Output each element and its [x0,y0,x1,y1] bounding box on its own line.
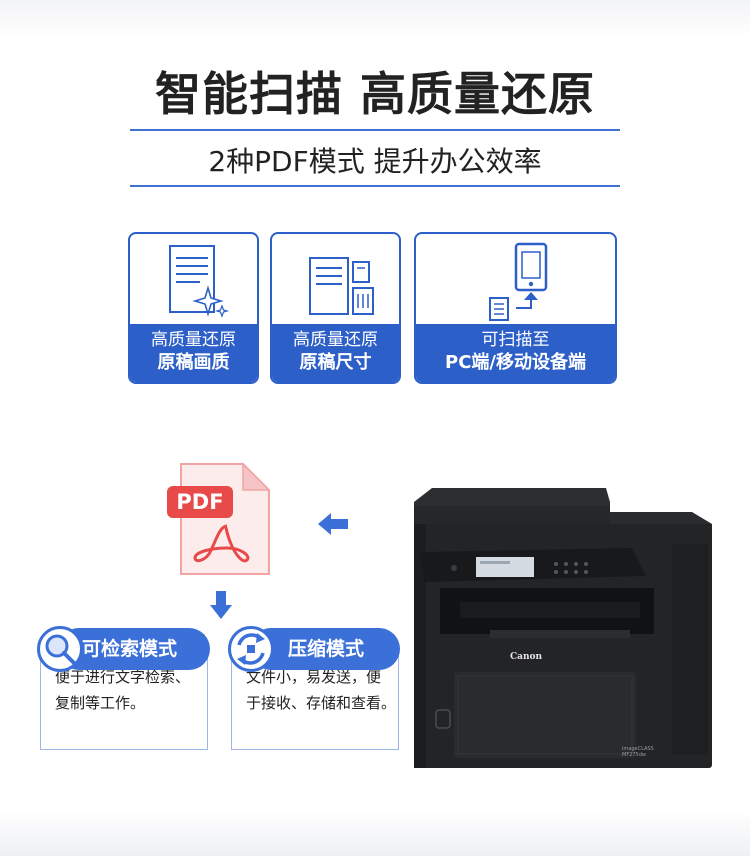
scan-to-phone-icon [489,242,548,321]
page-subtitle: 2种PDF模式 提升办公效率 [208,145,542,178]
mode-desc-line1: 文件小，易发送，便 [246,668,382,686]
mode-title-compressed: 压缩模式 [250,628,400,670]
mode-desc-line2: 复制等工作。 [55,694,146,712]
arrow-down-icon [210,591,232,619]
printer-model-line1: imageCLASS [622,746,654,752]
feature-line1: 高质量还原 [293,330,378,350]
feature-band: 高质量还原 原稿画质 [130,324,257,382]
printer-image [414,488,712,768]
arrow-left-icon [318,513,348,535]
feature-card-scan-to: 可扫描至 PC端/移动设备端 [414,232,617,384]
compress-arrows-icon [237,633,265,665]
feature-line2: 原稿画质 [157,352,230,373]
pdf-badge: PDF [176,490,224,514]
title-divider-bottom [130,185,620,187]
feature-band: 高质量还原 原稿尺寸 [272,324,399,382]
compress-icon-badge [228,626,274,672]
feature-card-quality: 高质量还原 原稿画质 [128,232,259,384]
document-sizes-icon [309,257,374,315]
printer-model-line2: MF275dw [622,752,646,758]
magnifier-icon-badge [37,626,83,672]
feature-line2: 原稿尺寸 [299,352,372,373]
feature-line2: PC端/移动设备端 [445,352,586,373]
page-title: 智能扫描 高质量还原 [154,67,595,121]
printer-model-label: imageCLASS MF275dw [622,746,682,758]
feature-card-size: 高质量还原 原稿尺寸 [270,232,401,384]
title-divider-top [130,129,620,131]
feature-band: 可扫描至 PC端/移动设备端 [416,324,615,382]
mode-desc-line1: 便于进行文字检索、 [55,668,191,686]
pdf-file-icon [167,462,271,575]
mode-title-searchable: 可检索模式 [58,628,210,670]
printer-brand-logo: Canon [509,652,543,662]
document-sparkle-icon [169,245,230,318]
mode-desc-line2: 于接收、存储和查看。 [246,694,397,712]
feature-line1: 高质量还原 [151,330,236,350]
feature-line1: 可扫描至 [481,330,550,350]
magnifier-icon [45,634,78,667]
